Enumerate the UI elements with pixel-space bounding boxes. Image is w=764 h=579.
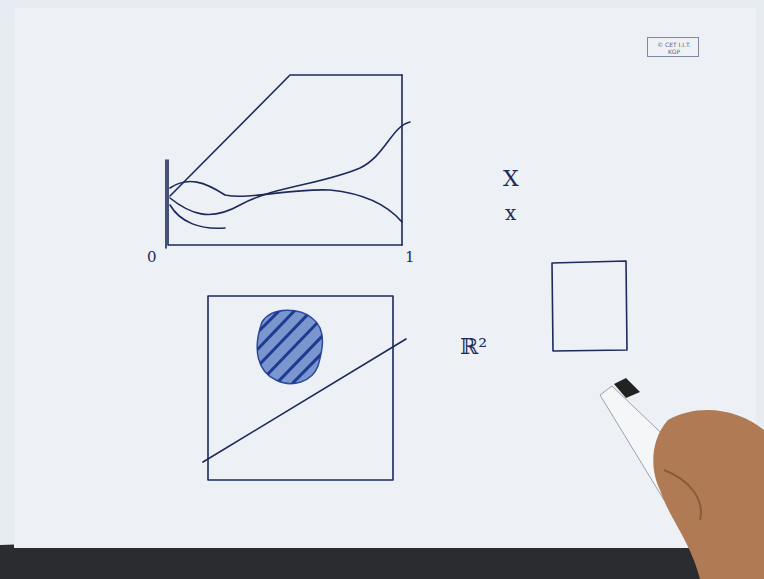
- axes: [168, 160, 402, 245]
- small-square: [552, 261, 627, 351]
- axis-tick-label: 1: [405, 250, 415, 265]
- curve: [170, 205, 225, 228]
- space-label: ℝ²: [460, 336, 487, 358]
- right-edge: [401, 75, 403, 245]
- axis-tick-label: 0: [147, 250, 157, 265]
- hatching: [250, 300, 340, 392]
- plane-square: [208, 296, 393, 480]
- curve: [170, 182, 402, 222]
- set-label: x: [505, 203, 516, 223]
- set-label: X: [503, 168, 519, 190]
- paper-sheet: [14, 8, 756, 548]
- watermark-box: © CET I.I.T. KGP: [647, 37, 699, 57]
- watermark-text: © CET I.I.T. KGP: [652, 41, 696, 55]
- hand: [600, 378, 764, 579]
- trapezoid-function: [170, 75, 402, 196]
- axis-tick: [165, 160, 167, 248]
